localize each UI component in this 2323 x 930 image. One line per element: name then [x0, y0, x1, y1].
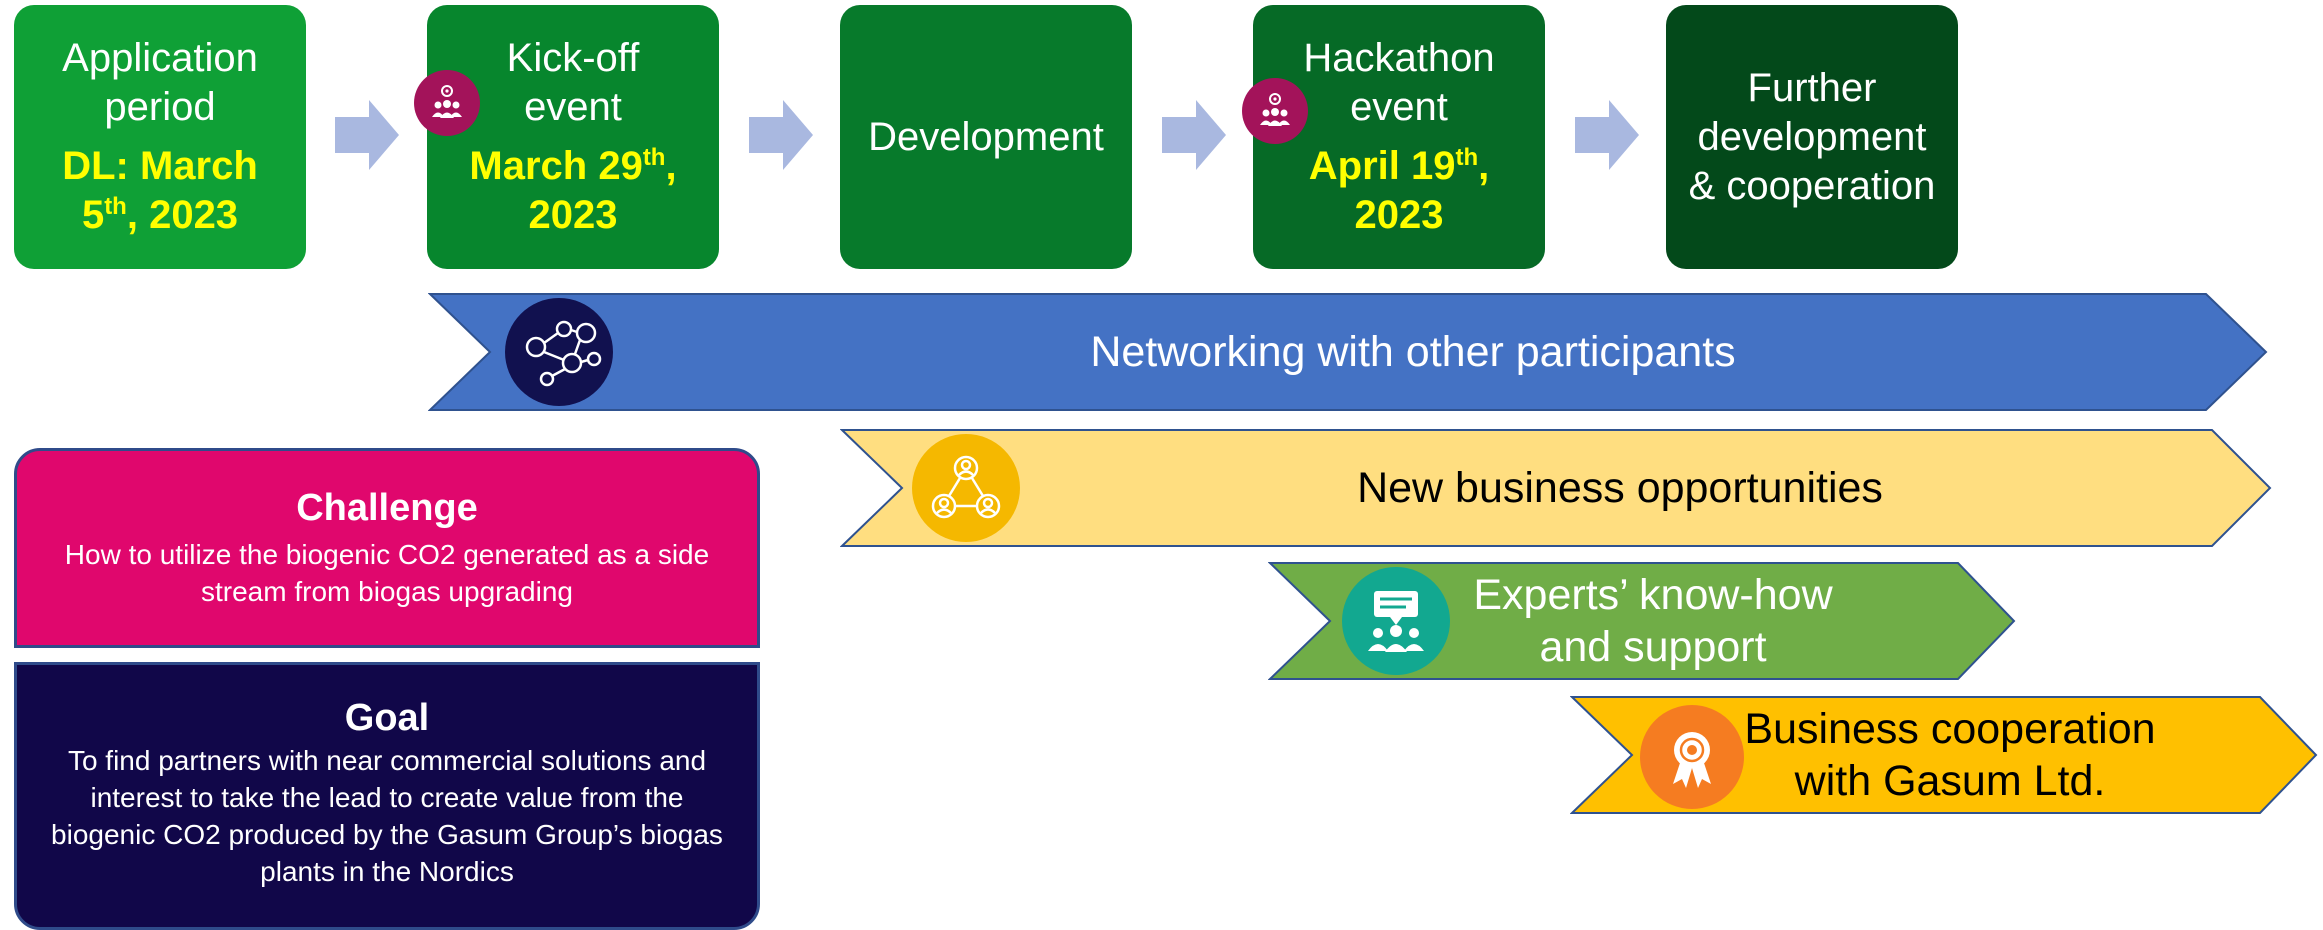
step-title: Further development & cooperation — [1688, 65, 1936, 208]
step-title: Application period — [62, 36, 258, 129]
step-title: Development — [868, 114, 1104, 159]
networking-band: Networking with other participants — [428, 292, 2268, 412]
step-kick-off: Kick-off event March 29th, 2023 — [427, 5, 719, 269]
step-date: April 19th, 2023 — [1308, 144, 1490, 237]
opportunities-band: New business opportunities — [840, 428, 2272, 548]
step-date: March 29th, 2023 — [469, 144, 677, 237]
step-date: DL: March 5th, 2023 — [62, 144, 258, 237]
presentation-audience-icon — [1342, 567, 1450, 675]
networking-label: Networking with other participants — [1090, 328, 1736, 376]
goal-heading: Goal — [344, 697, 430, 739]
goal-text: To find partners with near commercial so… — [51, 745, 723, 887]
step-development: Development — [840, 5, 1132, 269]
step-application-period: Application period DL: March 5th, 2023 — [14, 5, 306, 269]
arrow-right-icon — [1575, 100, 1639, 170]
step-hackathon: Hackathon event April 19th, 2023 — [1253, 5, 1545, 269]
arrow-right-icon — [335, 100, 399, 170]
group-location-icon — [1242, 78, 1308, 144]
connected-people-icon — [912, 434, 1020, 542]
step-further-development: Further development & cooperation — [1666, 5, 1958, 269]
step-title: Kick-off event — [506, 36, 640, 129]
challenge-box: Challenge How to utilize the biogenic CO… — [14, 448, 760, 648]
experts-label: Experts’ know-how and support — [1473, 571, 1833, 671]
award-ribbon-icon — [1640, 705, 1744, 809]
experts-band: Experts’ know-how and support — [1268, 561, 2016, 681]
goal-box: Goal To find partners with near commerci… — [14, 662, 760, 930]
cooperation-label: Business cooperation with Gasum Ltd. — [1744, 705, 2156, 805]
opportunities-label: New business opportunities — [1357, 464, 1883, 512]
step-title: Hackathon event — [1303, 36, 1495, 129]
challenge-text: How to utilize the biogenic CO2 generate… — [64, 539, 710, 607]
challenge-heading: Challenge — [296, 487, 478, 529]
network-people-icon — [505, 298, 613, 406]
cooperation-band: Business cooperation with Gasum Ltd. — [1570, 695, 2318, 815]
arrow-right-icon — [749, 100, 813, 170]
group-location-icon — [414, 70, 480, 136]
arrow-right-icon — [1162, 100, 1226, 170]
